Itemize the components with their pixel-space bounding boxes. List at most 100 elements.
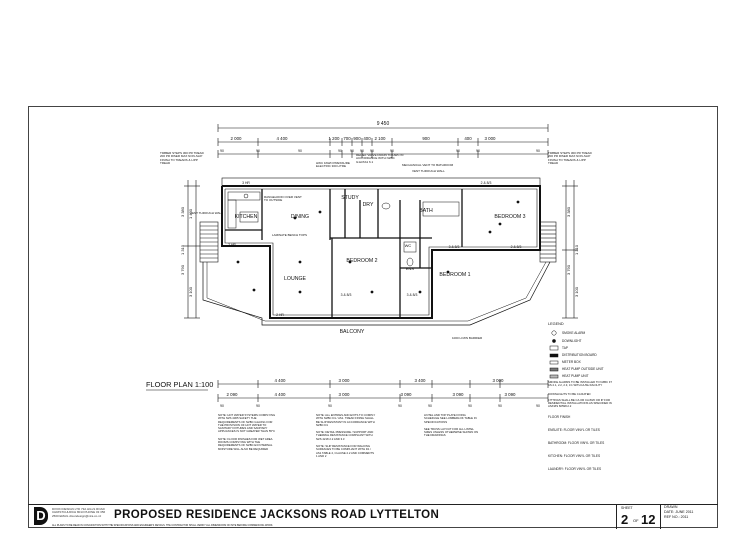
legend-item-text: HEAT PUMP OUTSIDE UNIT	[562, 367, 604, 371]
window-tag: 2 & 8/3	[481, 181, 492, 185]
downlight-markers	[236, 200, 520, 294]
bottom-offset-label: 90	[468, 404, 472, 408]
note-mechanical-vent: MECHANICAL VENT TO BATHROOM	[402, 164, 454, 167]
note-vent-wall: VENT THROUGH WALL	[190, 212, 223, 215]
note-hwc: HWC FAWN PRESSURE ELECTRIC 300 LITRE	[316, 162, 350, 169]
floor-finish-item: KITCHEN: FLOOR VINYL OR TILES	[548, 454, 600, 458]
title-block: D DIXON DESIGN LTD 73A HILLS ROAD CHRIST…	[28, 504, 718, 529]
note-hot-water: NOTE: HOT WATER SYSTEMS COMPLYING WITH N…	[218, 413, 276, 434]
room-label-wc: WC	[405, 243, 412, 248]
room-label-dining: DINING	[291, 214, 309, 220]
downlight-icon	[552, 339, 556, 343]
bottom-offset-label: 90	[220, 404, 224, 408]
bottom-offset-label: 90	[256, 404, 260, 408]
top-deck	[221, 177, 541, 187]
top-dimension-label: 3 000	[485, 136, 497, 141]
notes-column-2: NOTE: ALL ENTRIES AND EXITS TO COMPLY WI…	[316, 413, 376, 458]
sheet-label: SHEET	[621, 506, 633, 510]
note-truss: SEE TRUSS LAYOUT FOR ALL LINTEL SIZES UN…	[424, 426, 479, 438]
interior-walls	[225, 189, 463, 318]
left-dimension-label: 1 310	[180, 244, 185, 255]
left-stair	[199, 221, 219, 263]
left-dimension-label: 3 380	[180, 206, 185, 217]
heat-pump-unit-icon	[549, 374, 559, 379]
note-thermal: NOTE: DETAIL PRESSURE / SUPPORT AND THER…	[316, 430, 374, 441]
floor-finish-item: ENSUITE: FLOOR VINYL OR TILES	[548, 428, 600, 432]
window-tag: 2 HR	[276, 313, 284, 317]
room-label-bedroom-1: BEDROOM 1	[439, 272, 470, 278]
floor-finish-item: LAUNDRY: FLOOR VINYL OR TILES	[548, 467, 601, 471]
top-offset-label: 90	[256, 149, 260, 153]
window-tag: 3 & 8/3	[449, 245, 460, 249]
top-dimension-label: 4 400	[277, 136, 289, 141]
legend-fitting-note: FITTINGS SHALL BE CA OR CA 80/0 OR IP FO…	[548, 399, 612, 409]
disclaimer: ALL PLANS TO BE READ IN CONJUNCTION WITH…	[52, 524, 274, 527]
bottom-dimension-label: 3 090	[453, 392, 465, 397]
room-label-dry: DRY	[363, 202, 374, 208]
window-tag: 3 & 8/3	[407, 293, 418, 297]
bottom-dimension-label: 3 090	[401, 392, 413, 397]
project-title: PROPOSED RESIDENCE JACKSONS ROAD LYTTELT…	[114, 509, 440, 521]
exterior-walls	[221, 185, 541, 319]
top-dimension-label: 2 100	[375, 136, 387, 141]
top-dimension-label: 1 200	[329, 136, 341, 141]
drawing-date: DATE: JUNE 2011	[664, 510, 694, 514]
bath-tub	[422, 201, 460, 217]
sheet-number-box: SHEET 2 OF 12	[616, 505, 657, 529]
firm-logo: D	[34, 507, 48, 525]
room-label-study: STUDY	[341, 195, 359, 201]
note-barrier: 1000 H MIN BARRIER	[452, 337, 483, 340]
legend: LEGEND SMOKE ALARM DOWNLIGHT TAP DISTRIB…	[548, 322, 604, 379]
ensuite-shower	[403, 241, 417, 253]
distribution-board-icon	[549, 353, 559, 358]
sheet-of: OF	[633, 518, 639, 523]
room-label-lounge: LOUNGE	[284, 276, 306, 282]
right-dimension-label: 3 100	[574, 286, 579, 297]
top-dimension-label: 400	[363, 136, 371, 141]
top-offset-label: 90	[536, 149, 540, 153]
bottom-offset-label: 90	[536, 404, 540, 408]
legend-item-text: TAP	[562, 346, 568, 350]
top-offset-label: 90	[456, 149, 460, 153]
window-tag: 2 & 8/3	[511, 245, 522, 249]
floor-finish-item: BATHROOM: FLOOR VINYL OR TILES	[548, 441, 604, 445]
tap-icon	[549, 345, 559, 351]
top-offset-label: 90	[298, 149, 302, 153]
room-label-balcony: BALCONY	[340, 329, 365, 335]
kitchen-bench	[227, 191, 261, 229]
top-offset-label: 90	[360, 149, 364, 153]
top-offset-label: 90	[370, 149, 374, 153]
drawing-ref: REF NO.: 2011	[664, 515, 689, 519]
note-rangehood: RANGEHOOD OVER VENT TO OUTSIDE	[264, 196, 302, 203]
heat-pump-outside-icon	[549, 367, 559, 372]
note-lintel: LINTEL AND TOP PLATE FIXING SCHEDULE SEE…	[424, 413, 477, 424]
room-label-bath: BATH	[419, 208, 433, 214]
smoke-alarm-icon	[551, 330, 557, 336]
legend-downlight-note: DOWNLIGHTS TO BE CA RATED	[548, 393, 591, 396]
window-tag: 2 HR	[228, 243, 236, 247]
top-offset-label: 90	[390, 149, 394, 153]
left-dimension-label: 1 400	[188, 208, 193, 219]
legend-item-text: SMOKE ALARM	[562, 331, 586, 335]
legend-item-text: METER BOX	[562, 360, 582, 364]
room-label-bedroom-3: BEDROOM 3	[494, 214, 525, 220]
meter-box-icon	[549, 360, 559, 365]
drawn-box: DRAWN DATE: JUNE 2011 REF NO.: 2011	[660, 505, 718, 529]
note-floor-finishes: NOTE: FLOOR FINISHES FOR WET AREA ROOMS …	[218, 436, 273, 451]
window-tag: 3 & 8/3	[341, 293, 352, 297]
note-slip: NOTE: SLIP RESISTANCE FOR WALKING SURFAC…	[316, 444, 375, 458]
top-offset-label: 90	[220, 149, 224, 153]
note-entries: NOTE: ALL ENTRIES AND EXITS TO COMPLY WI…	[316, 413, 376, 427]
sheet-number: 2	[621, 512, 629, 527]
right-stair	[539, 221, 557, 263]
top-dimension-label: 400	[464, 136, 472, 141]
bottom-offset-label: 90	[328, 404, 332, 408]
note-relief-valve: RELIEF VALVE DRAIN TO HWC IN ACCORDANCE …	[356, 154, 404, 164]
legend-item-text: HEAT PUMP UNIT	[562, 374, 589, 378]
room-label-bedroom-2: BEDROOM 2	[346, 258, 377, 264]
